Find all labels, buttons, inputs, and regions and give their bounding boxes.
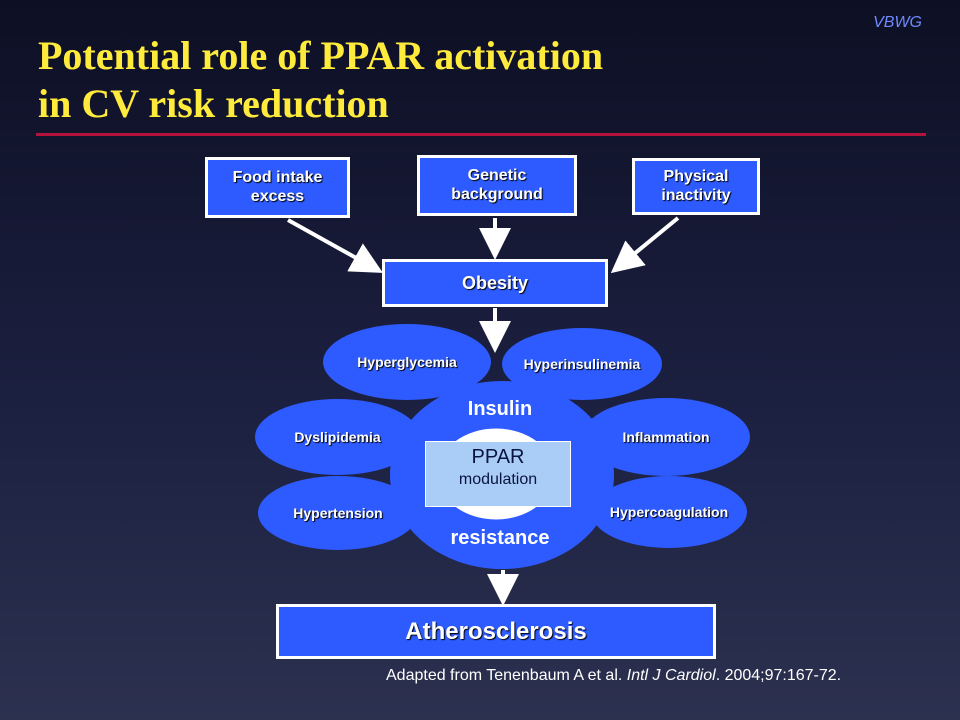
atherosclerosis-box: Atherosclerosis	[276, 604, 716, 659]
hyperinsulinemia-oval: Hyperinsulinemia	[502, 328, 662, 400]
inflammation-oval: Inflammation	[582, 398, 750, 476]
physical-inactivity-box: Physical inactivity	[632, 158, 760, 215]
insulin-label: Insulin	[467, 398, 533, 420]
ppar-modulation-box: PPAR modulation	[425, 441, 571, 507]
title-divider	[36, 133, 926, 136]
hyperglycemia-oval: Hyperglycemia	[323, 324, 491, 400]
title-line-1: Potential role of PPAR activation	[38, 33, 604, 78]
arrow-food-to-obesity	[287, 218, 383, 273]
citation-journal: Intl J Cardiol	[626, 667, 716, 684]
genetic-background-box: Genetic background	[417, 155, 577, 216]
title-line-2: in CV risk reduction	[38, 81, 389, 126]
ppar-label: PPAR	[471, 446, 525, 468]
arrow-physical-to-obesity	[610, 216, 680, 274]
hypercoagulation-oval: Hypercoagulation	[591, 476, 747, 548]
obesity-box: Obesity	[382, 259, 608, 307]
food-intake-box: Food intake excess	[205, 157, 350, 218]
resistance-label: resistance	[450, 527, 550, 549]
modulation-label: modulation	[458, 471, 538, 488]
hypertension-oval: Hypertension	[258, 476, 418, 550]
slide-title: Potential role of PPAR activation in CV …	[38, 32, 603, 128]
citation: Adapted from Tenenbaum A et al. Intl J C…	[386, 667, 842, 684]
dyslipidemia-oval: Dyslipidemia	[255, 399, 420, 475]
vbwg-tag: VBWG	[873, 14, 922, 31]
